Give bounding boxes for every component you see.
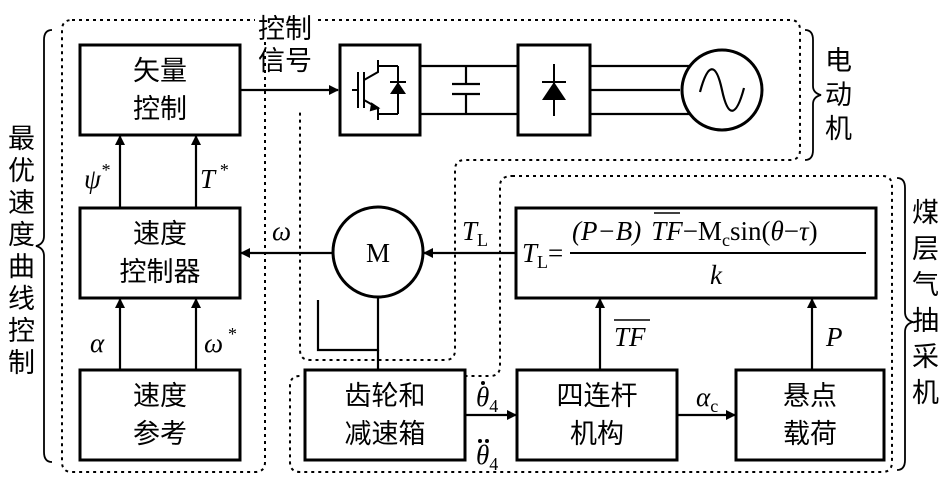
shaft-loop	[316, 297, 380, 352]
left-label-2: 优	[8, 156, 35, 187]
motor-brace	[804, 29, 822, 161]
formula-numerator: (P−B)TF−Mcsin(θ−τ)	[572, 216, 818, 250]
motor-label-2: 动	[825, 80, 852, 111]
left-label-1: 最	[8, 124, 35, 155]
P-symbol: P	[825, 322, 843, 352]
capacitor-icon	[452, 66, 480, 114]
sine-wave-icon	[698, 68, 746, 112]
right-label-1: 煤	[912, 198, 939, 229]
TF-symbol: TF	[614, 322, 646, 352]
load-box	[734, 368, 886, 462]
vector-control-label-2: 控制	[133, 94, 187, 125]
TL-symbol: TL	[462, 216, 488, 250]
fourbar-label-1: 四连杆	[557, 381, 638, 412]
left-label-4: 度	[8, 220, 35, 251]
rectifier-box	[516, 43, 592, 137]
right-brace	[896, 177, 914, 471]
left-label-7: 控	[8, 316, 35, 347]
load-label-1: 悬点	[783, 381, 837, 412]
gearbox-label-1: 齿轮和	[345, 381, 426, 412]
theta-ddot-mark-1	[478, 439, 482, 443]
right-label-6: 机	[912, 378, 939, 409]
speed-controller-box	[78, 206, 242, 300]
psi-symbol: ψ*	[84, 160, 110, 194]
control-signal-label-2: 信号	[258, 46, 312, 77]
motor-label-3: 机	[825, 114, 852, 145]
theta-dot-mark	[481, 381, 485, 385]
left-dashed-group	[61, 19, 801, 473]
vector-control-label-1: 矢量	[133, 56, 187, 87]
left-label-3: 速	[8, 188, 35, 219]
speed-controller-label-1: 速度	[133, 219, 187, 250]
omega-symbol: ω	[272, 216, 291, 246]
right-label-4: 抽	[912, 306, 939, 337]
vector-control-box	[78, 43, 242, 137]
speed-controller-label-2: 控制器	[120, 257, 201, 288]
igbt-icon	[352, 60, 406, 120]
fourbar-box	[515, 368, 679, 462]
right-label-2: 层	[912, 234, 939, 265]
left-label-6: 线	[8, 284, 35, 315]
gearbox-label-2: 减速箱	[345, 419, 426, 450]
alpha-c-symbol: αc	[696, 382, 718, 416]
speed-reference-label-1: 速度	[133, 381, 187, 412]
theta-dot-symbol: θ4	[476, 382, 498, 416]
formula-denominator: k	[710, 260, 723, 290]
theta-ddot-symbol: θ4	[476, 440, 498, 474]
speed-reference-label-2: 参考	[133, 419, 187, 450]
load-label-2: 载荷	[783, 419, 837, 450]
left-label-8: 制	[8, 348, 35, 379]
T-star-symbol: T*	[200, 160, 228, 194]
right-label-5: 采	[912, 342, 939, 373]
right-label-3: 气	[912, 270, 939, 301]
motor-symbol: M	[366, 238, 390, 268]
speed-reference-box	[78, 368, 242, 462]
diode-icon	[542, 64, 566, 116]
alpha-symbol: α	[90, 328, 105, 358]
control-signal-label-1: 控制	[258, 14, 312, 45]
fourbar-label-2: 机构	[570, 419, 624, 450]
motor-label-1: 电	[825, 46, 852, 77]
formula-lhs: TL=	[522, 238, 563, 272]
theta-ddot-mark-2	[485, 439, 489, 443]
left-brace	[35, 29, 53, 463]
omega-star-symbol: ω*	[204, 324, 236, 358]
right-dashed-group	[289, 175, 893, 473]
gearbox-box	[303, 368, 467, 462]
left-label-5: 曲	[8, 252, 35, 283]
